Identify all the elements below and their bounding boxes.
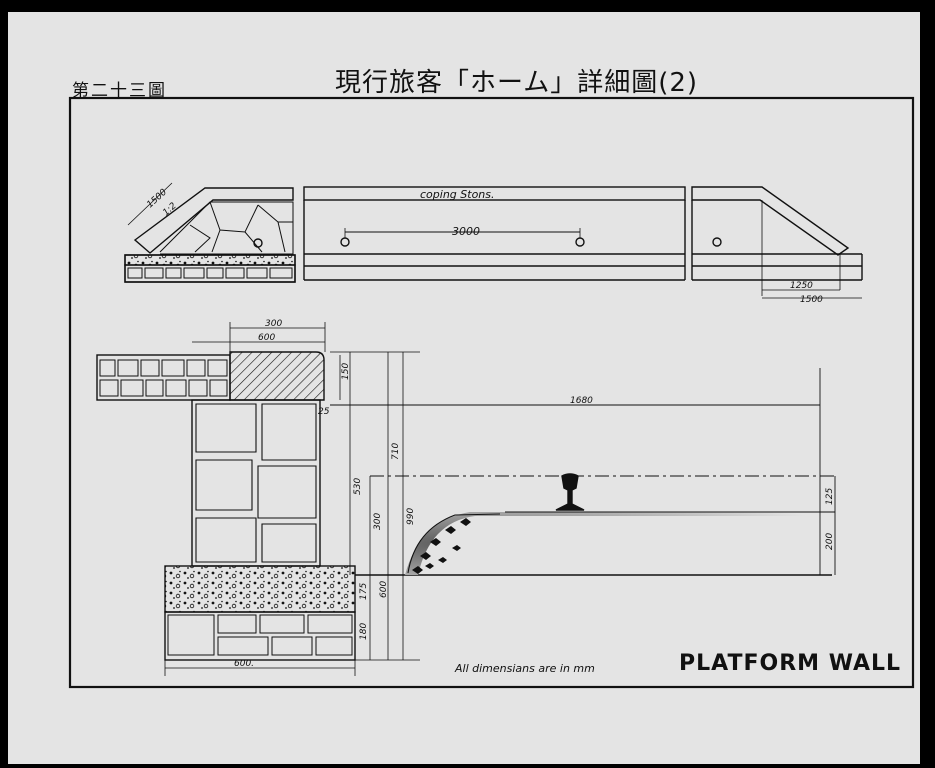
dim-150: 150	[341, 363, 351, 380]
figure-title: 現行旅客「ホーム」詳細圖(2)	[335, 68, 699, 98]
dim-200: 200	[825, 533, 835, 550]
dim-530: 530	[353, 478, 363, 495]
dim-top-300: 300	[265, 319, 282, 329]
dim-710: 710	[391, 443, 401, 460]
dimensions-note: All dimensians are in mm	[454, 662, 595, 675]
drawing-title-platform-wall: PLATFORM WALL	[679, 651, 901, 676]
dim-base: 600.	[234, 659, 254, 669]
dim-125: 125	[825, 488, 835, 505]
dim-180: 180	[359, 623, 369, 640]
dim-300: 300	[373, 513, 383, 530]
end-inner-label: 1250	[790, 281, 813, 291]
cross-section	[96, 322, 836, 676]
dim-25: 25	[318, 407, 330, 417]
end-outer-label: 1500	[800, 295, 823, 305]
figure-label: 第二十三圖	[72, 81, 167, 101]
dim-175: 175	[359, 583, 369, 600]
dim-1680: 1680	[570, 396, 593, 406]
coping-stones-label: coping Stons.	[420, 188, 495, 201]
plan-view	[124, 182, 863, 299]
dim-600: 600	[379, 581, 389, 598]
dim-top-600: 600	[258, 333, 275, 343]
drawing-sheet	[8, 12, 920, 764]
spacing-label: 3000	[452, 225, 480, 238]
drawing-border	[68, 96, 915, 689]
dim-990: 990	[406, 508, 416, 525]
slope-ratio-label: 1:2	[161, 201, 179, 218]
